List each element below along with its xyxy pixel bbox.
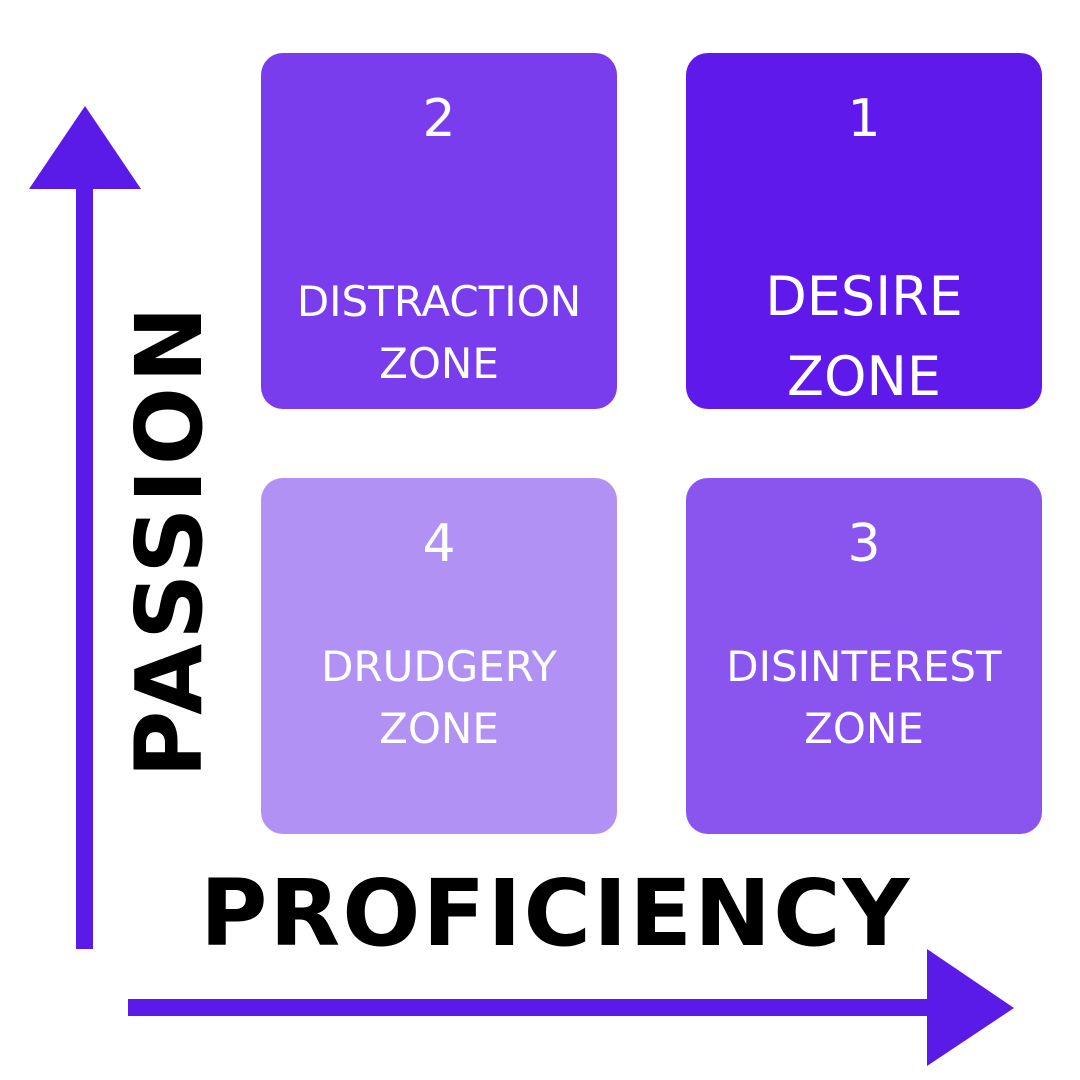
quadrant-label-line2: ZONE (786, 345, 941, 408)
quadrant-label-line1: DISTRACTION (296, 277, 582, 326)
quadrant-label-line2: ZONE (804, 704, 924, 753)
drudgery-zone-box: 4 DRUDGERY ZONE (261, 478, 617, 834)
quadrant-number: 3 (847, 514, 881, 574)
desire-zone-box: 1 DESIRE ZONE (686, 53, 1042, 409)
quadrant-number: 1 (847, 89, 881, 149)
quadrant-label-line1: DRUDGERY (321, 642, 557, 691)
quadrant-label: DISTRACTION ZONE (261, 271, 617, 395)
quadrant-label-line2: ZONE (379, 339, 499, 388)
quadrant-label-line1: DESIRE (765, 265, 963, 328)
y-axis-line (76, 185, 93, 949)
distraction-zone-box: 2 DISTRACTION ZONE (261, 53, 617, 409)
quadrant-label: DESIRE ZONE (686, 257, 1042, 417)
quadrant-label: DRUDGERY ZONE (261, 636, 617, 760)
quadrant-label: DISINTEREST ZONE (686, 636, 1042, 760)
y-axis-label: PASSION (116, 301, 223, 779)
x-axis-line (128, 999, 934, 1016)
quadrant-number: 4 (422, 514, 456, 574)
disinterest-zone-box: 3 DISINTEREST ZONE (686, 478, 1042, 834)
quadrant-number: 2 (422, 89, 456, 149)
y-axis-arrowhead (29, 106, 141, 189)
quadrant-label-line1: DISINTEREST (726, 642, 1002, 691)
x-axis-label: PROFICIENCY (200, 860, 912, 967)
quadrant-label-line2: ZONE (379, 704, 499, 753)
x-axis-arrowhead (927, 949, 1014, 1066)
